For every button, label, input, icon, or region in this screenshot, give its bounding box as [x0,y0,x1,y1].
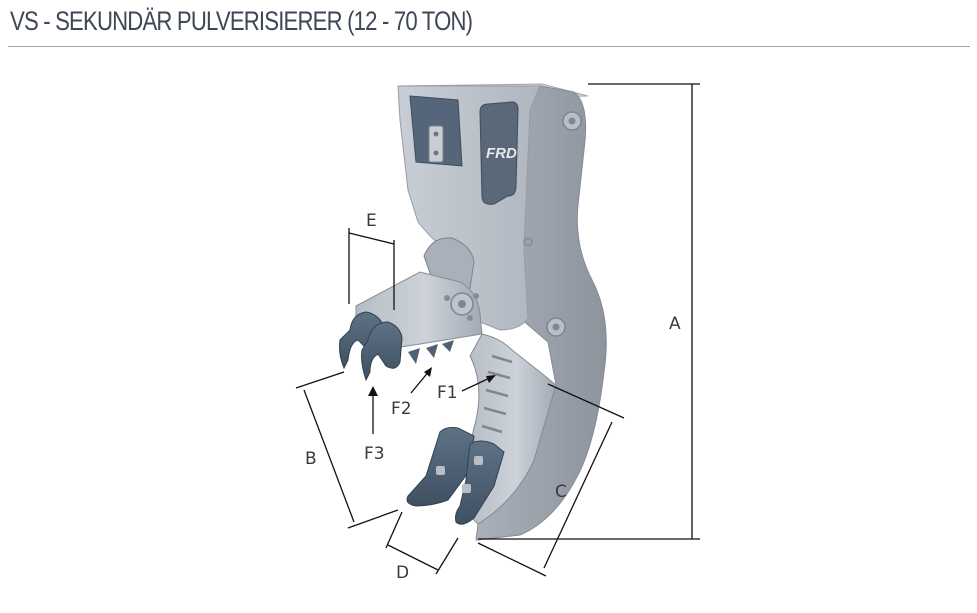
dimension-b-line [303,389,355,523]
dimension-e-line [348,232,395,245]
dimension-c-extension-top [547,383,625,419]
dimension-label-f2: F2 [391,399,412,419]
page-title: VS - SEKUNDÄR PULVERISIERER (12 - 70 TON… [10,6,473,36]
arrowhead-f3 [368,386,378,396]
panel-bracket-bolt [433,131,439,137]
arrowhead-f1 [486,375,496,383]
middle-pivot-bolt-center [552,323,560,331]
dimension-c-extension-bottom [477,542,547,577]
dimension-b-extension-bottom [347,509,399,529]
dimension-label-f1: F1 [437,383,458,403]
tooth-bolt [474,456,483,465]
dimension-arrowheads [368,367,496,396]
dimension-b-extension-top [295,371,345,389]
dimension-label-e: E [366,211,377,231]
jaw-pivot-bolt-center [458,300,466,308]
pulverizer-machine: FRD [339,83,607,541]
upper-jaw-small-tooth [442,340,454,352]
lower-jaw-tooth-right [455,440,505,525]
dimension-d-extension-right [435,537,459,575]
jaw-pivot-small-bolt [444,295,450,301]
dimension-d-line [387,544,439,571]
crusher-ribs [481,354,513,434]
side-pin [549,93,555,99]
title-divider [8,46,970,47]
page-header: VS - SEKUNDÄR PULVERISIERER (12 - 70 TON… [0,0,977,48]
dimension-label-b: B [305,449,317,469]
tooth-bolt [462,484,471,493]
panel-bracket [428,125,444,163]
tooth-bolt [436,466,445,475]
logo-text: FRD [486,145,517,162]
side-pin [523,237,533,247]
dimension-lines [295,83,700,577]
upper-pivot-bolt-center [568,117,576,125]
panel-bracket-bolt [433,150,439,156]
jaw-pivot-small-bolt [473,293,479,299]
dimension-label-c: C [555,482,567,502]
upper-jaw-small-tooth [426,344,438,358]
dimension-label-d: D [396,563,409,583]
dimension-labels: A B C D E F1 F2 F3 [305,211,681,583]
dimension-label-f3: F3 [364,444,385,464]
upper-jaw-tooth-right [361,321,403,382]
jaw-pivot-small-bolt [467,315,473,321]
dimension-label-a: A [669,314,681,334]
upper-jaw-small-tooth [408,348,420,364]
dimension-d-extension-left [385,511,403,549]
dimension-c-line [543,421,613,569]
logo-plate [479,101,519,205]
arrowhead-f2 [424,367,432,377]
